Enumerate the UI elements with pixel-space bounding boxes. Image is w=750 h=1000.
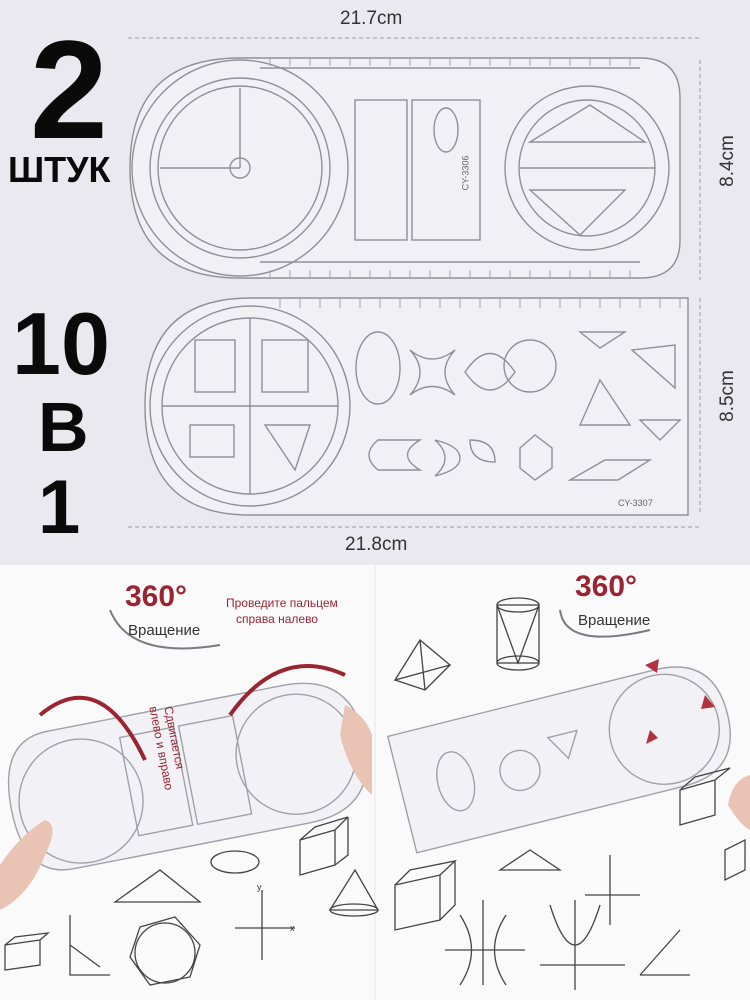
ruler-cy3306 xyxy=(129,57,681,279)
left-hand xyxy=(0,820,53,910)
set-in: В xyxy=(38,388,89,466)
left-rotation-arc xyxy=(109,609,221,650)
red-arrows-left xyxy=(38,664,346,761)
right-rotation-label: Вращение xyxy=(578,612,651,629)
ruler-cy3307 xyxy=(144,297,689,516)
red-arrows-right xyxy=(645,659,715,744)
swipe-hint-line2: справа налево xyxy=(236,612,318,626)
demo-illustration xyxy=(0,565,750,1000)
x-axis-label: x xyxy=(290,923,295,933)
left-sketches xyxy=(4,816,380,986)
right-hand-left-panel xyxy=(340,705,372,795)
right-angle-360: 360° xyxy=(575,570,638,603)
ruler-2-ticks xyxy=(279,298,681,308)
count-word: ШТУК xyxy=(8,149,111,190)
top-width-label: 21.7cm xyxy=(340,8,403,29)
right-ruler xyxy=(386,666,731,854)
bottom-width-label: 21.8cm xyxy=(345,534,408,555)
ruler-2-code: CY-3307 xyxy=(618,498,653,508)
set-one: 1 xyxy=(38,465,81,550)
ruler-1-code: CY-3306 xyxy=(460,155,471,191)
set-number: 10 xyxy=(12,294,110,393)
left-angle-360: 360° xyxy=(125,580,188,613)
y-axis-label: y xyxy=(257,882,262,892)
right-sketches xyxy=(393,597,746,990)
left-ruler xyxy=(7,682,368,871)
rulers-illustration xyxy=(128,37,701,528)
swipe-hint-line1: Проведите пальцем xyxy=(226,596,338,610)
left-rotation-label: Вращение xyxy=(128,622,201,639)
right-hand xyxy=(728,775,750,830)
ruler-1-ticks xyxy=(269,58,631,278)
right-rotation-arc xyxy=(559,609,651,638)
count-number: 2 xyxy=(30,11,108,168)
